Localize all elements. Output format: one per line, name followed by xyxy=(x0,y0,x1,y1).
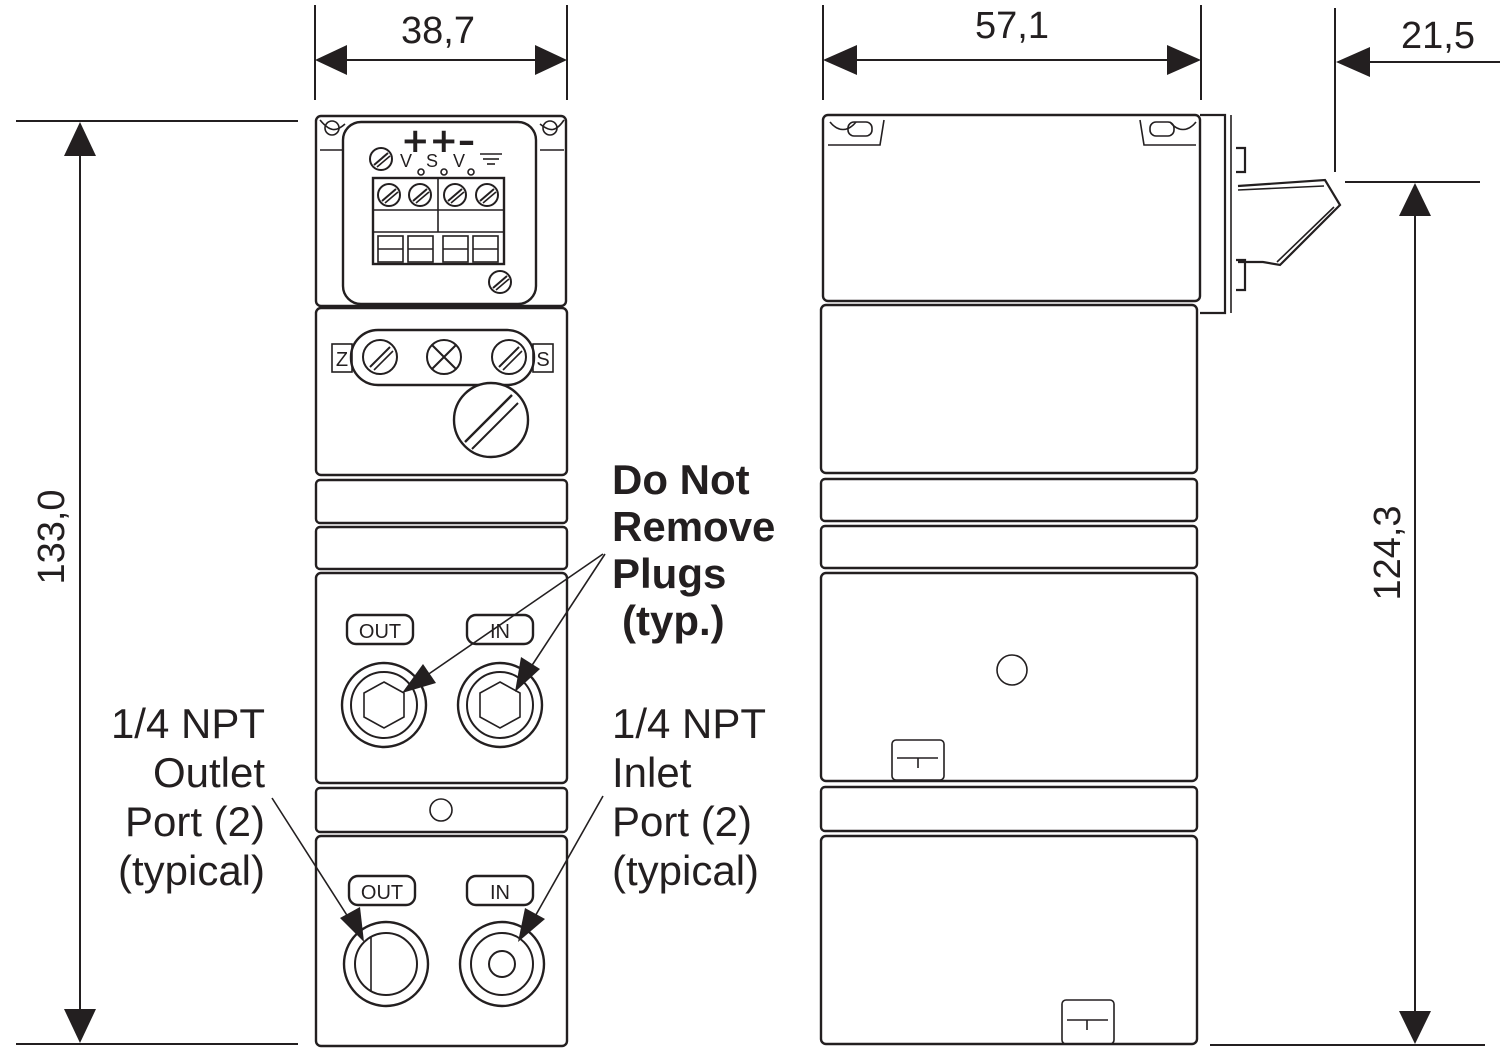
dim-height-total: 133,0 xyxy=(16,120,298,1045)
terminal-label-v1: V xyxy=(400,151,412,171)
side-lower-module xyxy=(819,834,1199,1046)
lower-in-tag xyxy=(465,874,535,907)
outlet-line-1: 1/4 NPT xyxy=(111,700,265,747)
terminal-polarity: ++– xyxy=(401,121,475,161)
front-band-2 xyxy=(314,525,569,571)
terminal-label-v2: V xyxy=(453,151,465,171)
zero-label: Z xyxy=(336,349,348,371)
side-top-module xyxy=(821,113,1202,303)
large-screw-icon xyxy=(452,381,530,459)
plugs-line-4: (typ.) xyxy=(622,597,725,644)
mounting-bracket xyxy=(1200,113,1342,315)
dim-height-total-label: 133,0 xyxy=(31,489,73,584)
hex-plug-icon xyxy=(340,661,428,749)
plugs-line-1: Do Not xyxy=(612,456,750,503)
dim-depth-bracket: 21,5 xyxy=(1334,8,1500,172)
side-band-3 xyxy=(819,785,1199,833)
plugs-line-2: Remove xyxy=(612,503,775,550)
lower-in-label: IN xyxy=(490,882,510,904)
side-view xyxy=(819,113,1342,1046)
terminal-label-s: S xyxy=(426,151,438,171)
lower-out-tag xyxy=(347,874,417,907)
dim-depth-bracket-label: 21,5 xyxy=(1401,15,1475,57)
outlet-line-4: (typical) xyxy=(118,847,265,894)
inlet-port-icon xyxy=(458,920,546,1008)
side-clip-lower xyxy=(1061,999,1115,1045)
lower-out-label: OUT xyxy=(361,882,403,904)
inlet-callout: 1/4 NPT Inlet Port (2) (typical) xyxy=(518,700,766,942)
upper-out-tag xyxy=(345,613,415,646)
dim-width-front-label: 38,7 xyxy=(401,10,475,52)
center-screw-icon xyxy=(426,339,462,375)
dim-width-front: 38,7 xyxy=(314,5,568,100)
dim-width-side-label: 57,1 xyxy=(975,5,1049,47)
inlet-line-1: 1/4 NPT xyxy=(612,700,766,747)
inlet-line-4: (typical) xyxy=(612,847,759,894)
span-screw-icon xyxy=(491,339,527,375)
front-band-3 xyxy=(314,786,569,834)
outlet-line-2: Outlet xyxy=(153,749,265,796)
side-band-1 xyxy=(819,477,1199,523)
outlet-port-icon xyxy=(342,920,430,1008)
side-middle-module xyxy=(819,303,1199,475)
dim-height-body: 124,3 xyxy=(1210,181,1485,1046)
band-hole xyxy=(429,798,453,822)
span-label: S xyxy=(536,349,549,371)
dim-height-body-label: 124,3 xyxy=(1367,505,1409,600)
ground-symbol-icon xyxy=(480,153,502,165)
upper-in-label: IN xyxy=(490,621,510,643)
plate-screw-icon xyxy=(488,270,512,294)
inlet-line-3: Port (2) xyxy=(612,798,752,845)
upper-out-label: OUT xyxy=(359,621,401,643)
side-hole xyxy=(996,654,1028,686)
plugs-line-3: Plugs xyxy=(612,550,726,597)
plugs-callout: Do Not Remove Plugs (typ.) xyxy=(402,456,775,693)
side-band-2 xyxy=(819,524,1199,570)
terminal-screw-icon xyxy=(369,147,393,171)
side-upper-module xyxy=(819,571,1199,783)
inlet-line-2: Inlet xyxy=(612,749,692,796)
side-clip-upper xyxy=(891,739,945,781)
front-view: ++– V S V Z S xyxy=(314,114,569,1048)
dim-width-side: 57,1 xyxy=(822,5,1202,100)
outlet-line-3: Port (2) xyxy=(125,798,265,845)
front-band-1 xyxy=(314,478,569,525)
outlet-callout: 1/4 NPT Outlet Port (2) (typical) xyxy=(111,700,364,942)
zero-screw-icon xyxy=(362,339,398,375)
